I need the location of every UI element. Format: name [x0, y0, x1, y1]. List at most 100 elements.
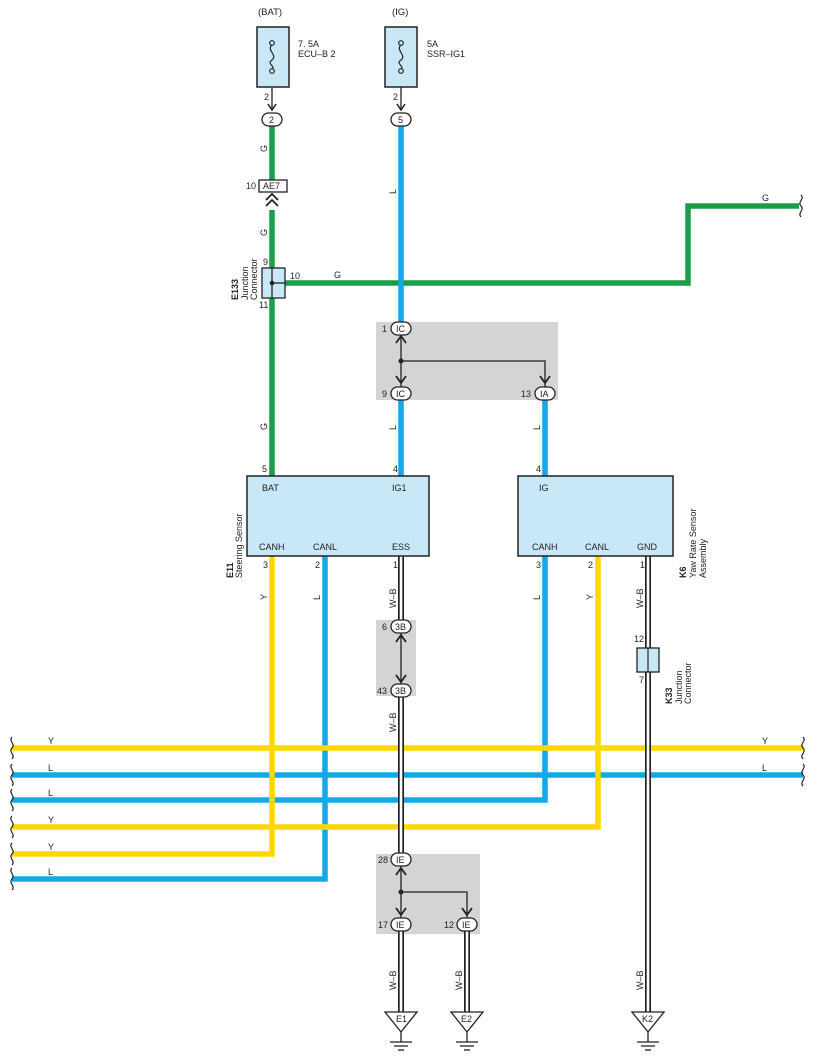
wire-label-wb-e2: W–B	[454, 970, 464, 990]
connector-ic-top-pin: 1	[382, 324, 387, 334]
junction-e133-pin-top: 9	[263, 257, 268, 267]
wire-label-bus-y3-left: Y	[48, 842, 54, 852]
connector-2-label: 2	[269, 115, 274, 125]
connector-ic-top-label: IC	[396, 324, 406, 334]
fuse-ig-pin: 2	[393, 92, 398, 102]
connector-5-label: 5	[398, 115, 403, 125]
junction-e133-pin-right: 10	[290, 271, 300, 281]
wire-label-g3: G	[259, 423, 269, 430]
component-steering-sensor	[246, 475, 430, 557]
steering-pinno-canl: 2	[315, 560, 320, 570]
blue-wires	[12, 126, 803, 882]
wire-label-y-canl-k6: Y	[585, 594, 595, 600]
connector-ic-bottom-pin: 9	[382, 389, 387, 399]
connector-3b-bottom-pill	[390, 683, 412, 698]
component-yaw-rate-sensor	[517, 475, 674, 557]
wire-label-g-junction: G	[334, 270, 341, 280]
connector-ie-right-pin: 12	[444, 920, 454, 930]
connector-3b-bottom-pin: 43	[377, 686, 387, 696]
steering-pin-canh: CANH	[259, 542, 285, 552]
wire-label-wb-ess2: W–B	[388, 712, 398, 732]
wire-label-g-top-right: G	[762, 193, 769, 203]
junction-e133-id: E133	[230, 279, 240, 300]
connector-ie-right-pill	[456, 917, 478, 932]
connector-3b-top-pin: 6	[382, 622, 387, 632]
steering-name: Steering Sensor	[234, 513, 244, 578]
connector-ie-left-label: IE	[396, 920, 405, 930]
connector-ic-top-pill	[390, 321, 412, 336]
connector-2-pill	[261, 112, 283, 127]
wire-label-wb-ess: W–B	[388, 588, 398, 608]
wire-label-g2: G	[259, 229, 269, 236]
connector-ae7-box	[258, 179, 288, 193]
wb-wires	[398, 556, 651, 1012]
connector-3b-top-label: 3B	[395, 622, 406, 632]
connector-ie-left-pin: 17	[378, 920, 388, 930]
connector-ia-pill	[534, 386, 556, 401]
yaw-name-2: Assembly	[698, 538, 708, 578]
wire-label-l-ig: L	[388, 189, 398, 194]
ground-k2-label: K2	[642, 1014, 653, 1024]
connector-ie-top-label: IE	[396, 855, 405, 865]
ground-e1-icon	[383, 1011, 419, 1051]
connector-ic-bottom-pill	[390, 386, 412, 401]
wire-label-wb-gnd: W–B	[635, 588, 645, 608]
fuse-ig-name: SSR–IG1	[427, 49, 465, 59]
wire-label-bus-y1-right: Y	[762, 736, 768, 746]
yaw-id: K6	[678, 566, 688, 578]
bus-wire-ends	[10, 194, 805, 891]
fuse-ig	[384, 26, 418, 127]
junction-k33-name-2: Connector	[683, 662, 693, 704]
ground-e1-label: E1	[396, 1014, 407, 1024]
fuse-bat-pin: 2	[264, 92, 269, 102]
connector-ae7-label: AE7	[263, 181, 280, 191]
steering-id: E11	[225, 562, 235, 578]
junction-e133-name-1: Junction	[240, 266, 250, 300]
ground-k2-icon	[630, 1011, 666, 1051]
wire-label-bus-l3-left: L	[48, 867, 53, 877]
splice-lines	[400, 334, 546, 920]
connector-ia-pin: 13	[521, 389, 531, 399]
connector-5-pill	[390, 112, 412, 127]
wire-label-g1: G	[259, 145, 269, 152]
yaw-pinno-canl: 2	[588, 560, 593, 570]
yaw-pinno-canh: 3	[536, 560, 541, 570]
wire-label-bus-y2-left: Y	[48, 815, 54, 825]
fuse-bat	[256, 26, 290, 127]
green-wires	[269, 126, 799, 476]
connector-ia-label: IA	[540, 389, 549, 399]
yaw-pin-canh: CANH	[532, 542, 558, 552]
fuse-bat-name: ECU–B 2	[298, 49, 336, 59]
junction-k33-pin-top: 12	[634, 634, 644, 644]
connector-ie-right-label: IE	[462, 920, 471, 930]
connector-ie-left-pill	[390, 917, 412, 932]
steering-pinno-canh: 3	[263, 560, 268, 570]
connector-ae7-chevrons	[265, 192, 279, 207]
connector-ae7-pin: 10	[246, 181, 256, 191]
connector-3b-top-pill	[390, 619, 412, 634]
steering-pinno-ig1: 4	[393, 464, 398, 474]
splice-arrows	[395, 334, 551, 917]
yaw-pinno-gnd: 1	[640, 560, 645, 570]
wire-label-wb-k2: W–B	[635, 970, 645, 990]
yaw-pin-gnd: GND	[637, 542, 658, 552]
steering-pinno-bat: 5	[262, 464, 267, 474]
steering-pinno-ess: 1	[393, 560, 398, 570]
wire-label-bus-l1-left: L	[48, 763, 53, 773]
steering-pin-ess: ESS	[392, 542, 410, 552]
junction-e133-pin-bottom: 11	[259, 300, 268, 310]
connector-ic-bottom-label: IC	[396, 389, 406, 399]
wire-label-wb-e1: W–B	[388, 970, 398, 990]
ground-e2-label: E2	[461, 1014, 472, 1024]
junction-k33-id: K33	[664, 687, 674, 704]
steering-pin-canl: CANL	[313, 542, 337, 552]
fuse-ig-rating: 5A	[427, 39, 438, 49]
yaw-pin-canl: CANL	[585, 542, 609, 552]
yaw-name-1: Yaw Rate Sensor	[688, 509, 698, 578]
fuse-bat-source: (BAT)	[258, 7, 282, 18]
wire-label-l-canl-e11: L	[312, 595, 322, 600]
connector-3b-bottom-label: 3B	[395, 686, 406, 696]
ground-e2-icon	[449, 1011, 485, 1051]
fuse-bat-rating: 7. 5A	[298, 39, 319, 49]
